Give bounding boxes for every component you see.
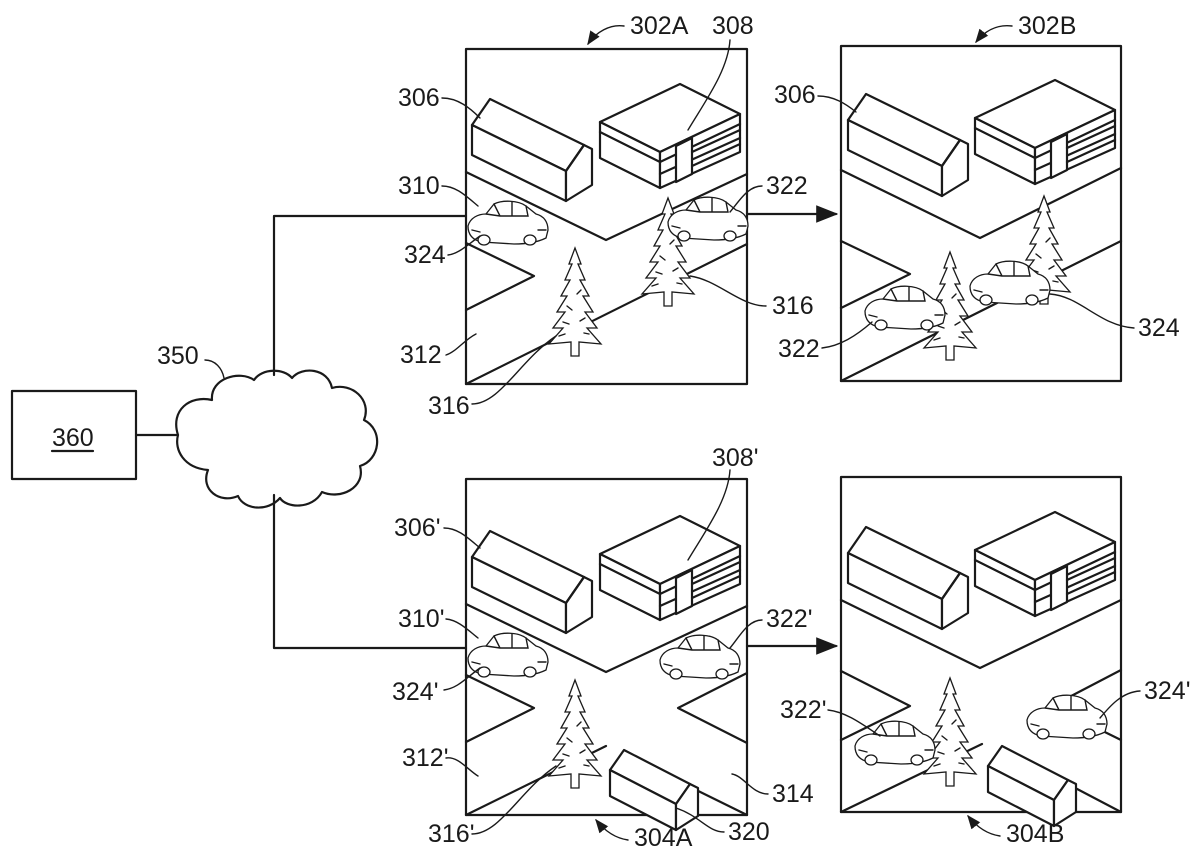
building-308	[600, 84, 740, 188]
label-322p: 322'	[766, 605, 812, 633]
leader-324	[448, 236, 480, 255]
road-edge-bottom	[466, 746, 747, 815]
label-322: 322	[766, 172, 808, 200]
label-308p: 308'	[712, 444, 758, 472]
leader-302A	[588, 26, 624, 44]
leader-306	[442, 98, 480, 118]
label-324p: 324'	[392, 678, 438, 706]
tree-316p	[549, 680, 601, 788]
leader-314	[732, 774, 768, 794]
tree-316a	[549, 248, 601, 356]
road-edge-top	[841, 168, 1121, 238]
label-322p-304B: 322'	[780, 696, 826, 724]
leader-310p	[446, 619, 478, 638]
label-312p: 312'	[402, 744, 448, 772]
network-leader	[205, 360, 224, 378]
label-302A: 302A	[630, 12, 689, 40]
label-304A: 304A	[634, 824, 693, 852]
network-label: 350	[157, 342, 199, 370]
label-320: 320	[728, 818, 770, 846]
leader-322p-304B	[828, 710, 880, 736]
small-house	[988, 746, 1076, 826]
label-316p: 316'	[428, 820, 474, 848]
leader-310	[442, 186, 478, 206]
label-306: 306	[398, 84, 440, 112]
leader-304A	[596, 820, 628, 840]
small-house-320	[610, 750, 698, 830]
building	[975, 512, 1115, 616]
label-324-302B: 324	[1138, 314, 1180, 342]
building-308	[975, 80, 1115, 184]
leader-312p	[446, 758, 478, 776]
road-edge-top	[841, 600, 1121, 668]
car-324	[468, 201, 548, 245]
label-306-302B: 306	[774, 81, 816, 109]
frame-302A	[466, 49, 748, 384]
leader-322-302B	[822, 322, 872, 348]
road-edge-bottom	[466, 244, 747, 384]
road-edge-left	[466, 243, 534, 310]
label-310p: 310'	[398, 605, 444, 633]
leader-312	[446, 334, 476, 355]
server-360: 360	[12, 391, 136, 479]
label-310: 310	[398, 172, 440, 200]
house	[848, 527, 968, 629]
building-308p	[600, 516, 740, 620]
road-edge-right	[678, 673, 747, 743]
label-312: 312	[400, 341, 442, 369]
frame-302B	[841, 46, 1121, 381]
frame-304B	[841, 477, 1121, 826]
label-316a: 316	[428, 392, 470, 420]
server-label: 360	[52, 424, 94, 452]
leader-316p	[472, 766, 556, 834]
leader-316a	[472, 336, 556, 404]
leader-306p	[444, 528, 480, 548]
car-322	[865, 286, 945, 330]
label-324: 324	[404, 241, 446, 269]
label-316b: 316	[772, 292, 814, 320]
house-306	[848, 94, 968, 196]
network-cloud-350: 350	[136, 342, 377, 508]
leader-302B	[976, 26, 1012, 42]
label-304B: 304B	[1006, 820, 1064, 848]
label-314: 314	[772, 780, 814, 808]
label-308: 308	[712, 12, 754, 40]
tree	[924, 678, 976, 786]
leader-316b	[690, 276, 766, 306]
car-324p	[1027, 695, 1107, 739]
house-306	[472, 99, 592, 201]
house-306p	[472, 531, 592, 633]
leader-304B	[968, 816, 1000, 836]
leader-306-302B	[818, 96, 856, 112]
road-edge-left	[466, 675, 534, 742]
label-322-302B: 322	[778, 335, 820, 363]
label-306p: 306'	[394, 514, 440, 542]
car-324p	[468, 633, 548, 677]
label-302B: 302B	[1018, 12, 1076, 40]
cloud-icon	[176, 371, 377, 508]
label-324p-304B: 324'	[1144, 677, 1190, 705]
